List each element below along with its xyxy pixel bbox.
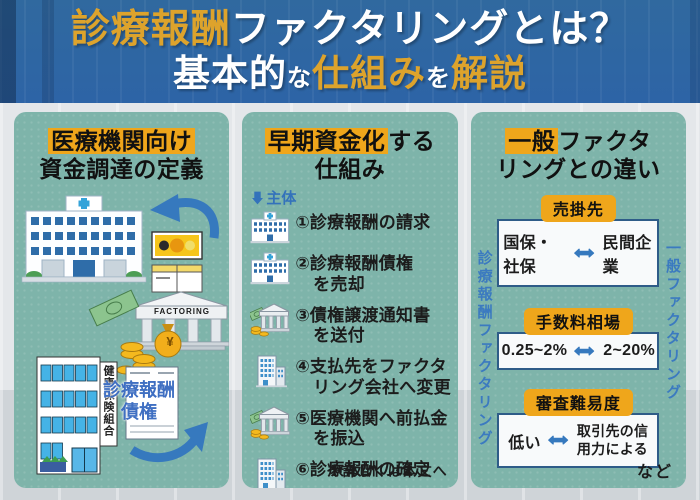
actor-label: 主体 xyxy=(266,190,297,208)
insurance-building-icon xyxy=(36,356,118,475)
hospital-icon xyxy=(250,251,290,285)
vertical-label-general-factoring: 一般ファクタリング xyxy=(663,240,681,402)
step-row-1: ①診療報酬の請求 xyxy=(250,210,451,244)
arrow-up-right-icon xyxy=(129,422,208,463)
fee-box: 0.25~2% 2~20% xyxy=(497,332,660,371)
bill-stack-icon xyxy=(151,264,203,293)
step-row-6: ⑥診療報酬の確定 xyxy=(250,457,451,488)
header-title-line1: 診療報酬ファクタリングとは？ xyxy=(70,8,630,52)
definition-illustration-drawing xyxy=(21,194,229,475)
step-row-5: ⑤医療機関へ前払金 を振込 xyxy=(250,406,451,450)
header-title-keyword: 診療報酬 xyxy=(70,8,231,52)
screening-left-value: 低い xyxy=(508,434,541,452)
yen-symbol: ¥ xyxy=(166,334,174,349)
insurance-building-sign: 健康保険組合 xyxy=(102,365,114,437)
counterparty-box: 国保・社保 民間企業 xyxy=(497,219,660,288)
panel-comparison-title: 一般ファクタ リングとの違い xyxy=(496,128,661,183)
factoring-sign-label: FACTORING xyxy=(154,307,210,316)
header-banner: 診療報酬ファクタリングとは？ 基本的な仕組みを解説 xyxy=(0,0,700,103)
comparison-group-fee: 手数料相場 0.25~2% 2~20% xyxy=(471,308,686,371)
receivable-label: 診療報酬 債権 xyxy=(103,380,175,422)
screening-badge: 審査難易度 xyxy=(523,389,633,417)
steps-list: ①診療報酬の請求 ②診療報酬債権 を売却 ③債権譲渡通知書 を送付 ④支払先をフ… xyxy=(250,210,451,488)
invoice-document-icon xyxy=(125,366,179,440)
double-arrow-icon xyxy=(574,346,595,356)
definition-illustration: FACTORING 健康保険組合 ¥ 診療報酬 債権 xyxy=(14,186,229,486)
comparison-group-counterparty: 売掛先 国保・社保 民間企業 xyxy=(471,195,686,288)
step-row-4: ④支払先をファクタ リング会社へ変更 xyxy=(250,354,451,398)
cash-icon xyxy=(151,231,203,260)
hospital-building-icon xyxy=(21,195,147,283)
double-arrow-icon xyxy=(548,435,568,445)
panel-definition-title: 医療機関向け 資金調達の定義 xyxy=(39,128,204,183)
arrow-to-hospital-icon xyxy=(150,194,219,239)
hospital-icon xyxy=(250,210,290,244)
header-title-line2: 基本的な仕組みを解説 xyxy=(173,52,527,94)
step-row-2: ②診療報酬債権 を売却 xyxy=(250,251,451,295)
etc-label: など xyxy=(636,464,673,481)
actor-legend: 主体 xyxy=(252,187,457,208)
step-row-3: ③債権譲渡通知書 を送付 xyxy=(250,303,451,347)
fee-right-value: 2~20% xyxy=(603,342,656,360)
counterparty-left-value: 国保・社保 xyxy=(503,235,553,277)
bank-money-icon xyxy=(250,303,290,337)
office-building-icon xyxy=(250,354,290,388)
detail-note: ※詳しくは本文へ xyxy=(328,463,448,479)
money-bag-icon xyxy=(154,324,182,358)
screening-right-value: 取引先の信 用力による xyxy=(576,423,649,457)
fee-badge: 手数料相場 xyxy=(523,308,633,336)
screening-box: 低い 取引先の信 用力による xyxy=(497,413,660,469)
double-arrow-icon xyxy=(573,248,594,258)
office-building-icon xyxy=(250,457,290,488)
bank-money-icon xyxy=(250,406,290,440)
vertical-label-medical-factoring: 診療報酬ファクタリング xyxy=(475,250,493,448)
panel-mechanism-title: 早期資金化する 仕組み xyxy=(242,127,457,183)
counterparty-right-value: 民間企業 xyxy=(602,235,652,277)
green-bill-icon xyxy=(88,289,140,327)
panel-comparison: 一般ファクタ リングとの違い 売掛先 国保・社保 民間企業 手数料相場 0.25… xyxy=(470,112,686,488)
fee-left-value: 0.25~2% xyxy=(501,342,568,360)
counterparty-badge: 売掛先 xyxy=(540,195,616,223)
panel-mechanism: 早期資金化する 仕組み 主体 ①診療報酬の請求 ②診療報酬債権 を売却 xyxy=(242,112,458,488)
panel-definition: 医療機関向け 資金調達の定義 xyxy=(14,112,230,488)
factoring-bank-icon xyxy=(133,291,229,351)
down-arrow-icon xyxy=(252,191,264,205)
comparison-group-screening: 審査難易度 低い 取引先の信 用力による xyxy=(471,389,686,469)
panels-row: 医療機関向け 資金調達の定義 xyxy=(14,112,686,488)
